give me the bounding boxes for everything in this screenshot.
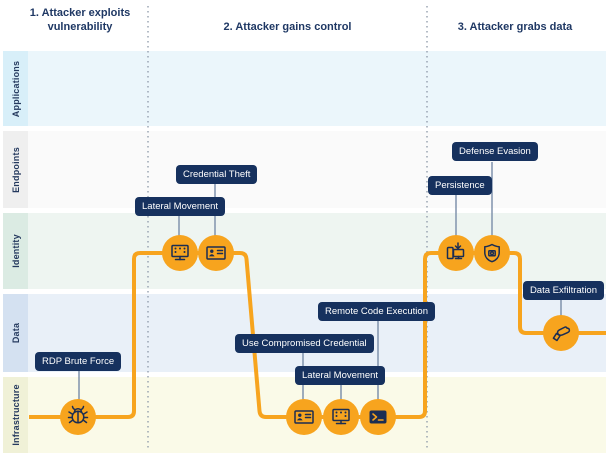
node-circle-install [438,235,474,271]
credential-badge-icon [294,410,314,424]
node-circle-credential-badge-2 [286,399,322,435]
event-label-lateral-movement-2: Lateral Movement [295,366,386,385]
lane-applications: Applications [0,51,606,126]
lane-tab-applications: Applications [3,51,28,126]
phase-header-1: 1. Attacker exploits vulnerability [29,7,131,33]
grab-hand-icon [552,326,571,342]
remote-desktop-icon [332,408,350,425]
credential-badge-icon [206,246,226,260]
lane-band-applications [28,51,606,126]
event-label-defense-evasion: Defense Evasion [452,142,538,161]
node-circle-shield [474,235,510,271]
lane-tab-identity: Identity [3,213,28,289]
event-label-lateral-movement-1: Lateral Movement [135,197,226,216]
event-label-credential-theft: Credential Theft [176,165,258,184]
install-icon [446,242,465,260]
bug-icon [67,405,89,424]
node-icons [67,242,571,425]
event-label-use-compromised-credential: Use Compromised Credential [235,334,374,353]
node-circle-grab-hand [543,315,579,351]
lane-tab-data: Data [3,294,28,372]
phase-header-2: 2. Attacker gains control [223,21,352,33]
lane-tab-endpoints: Endpoints [3,131,28,208]
node-circle-credential-badge-1 [198,235,234,271]
node-circle-remote-desktop-2 [323,399,359,435]
event-label-persistence: Persistence [428,176,492,195]
lane-data: Data [0,294,606,372]
shield-camera-icon [484,243,500,263]
remote-desktop-icon [171,244,189,261]
event-label-data-exfiltration: Data Exfiltration [522,281,604,300]
phase-header-3: 3. Attacker grabs data [457,21,573,33]
node-circle-remote-desktop-1 [162,235,198,271]
event-label-remote-code-execution: Remote Code Execution [318,302,435,321]
event-label-rdp-brute-force: RDP Brute Force [35,352,122,371]
lane-band-data [28,294,606,372]
terminal-icon [369,410,387,424]
lane-tab-infrastructure: Infrastructure [3,377,28,453]
